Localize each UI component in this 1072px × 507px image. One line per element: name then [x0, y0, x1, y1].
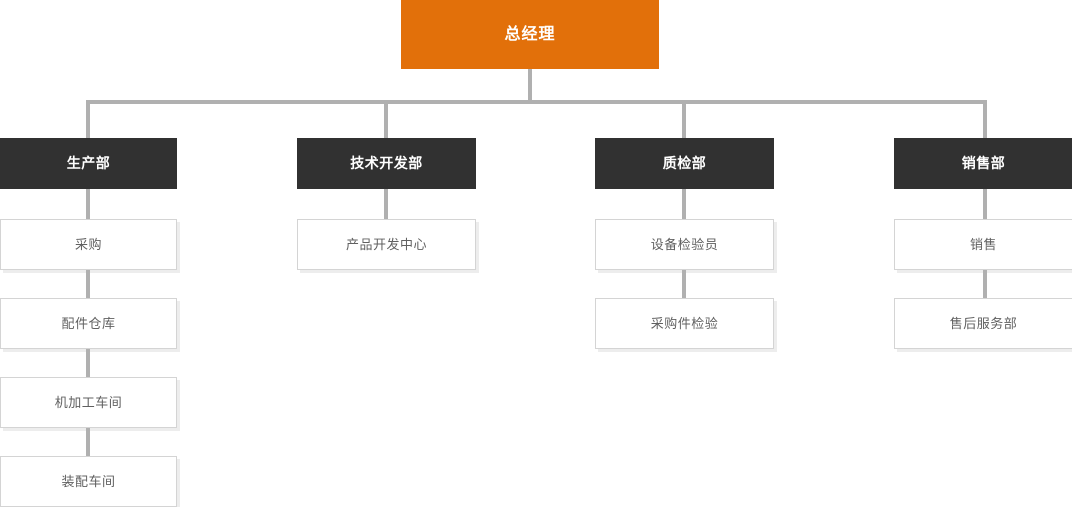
node-leaf-label: 机加工车间 — [54, 394, 123, 410]
connector-root-stem — [528, 69, 532, 102]
node-dept-label: 生产部 — [66, 155, 111, 172]
connector-drop-branch-2 — [384, 100, 388, 138]
connector-dept1-child3-to-child4 — [86, 428, 90, 456]
node-leaf-after-sales-service[interactable]: 售后服务部 — [894, 298, 1072, 349]
connector-dept1-child1-to-child2 — [86, 270, 90, 298]
node-dept-quality-control[interactable]: 质检部 — [595, 138, 774, 189]
node-leaf-label: 采购件检验 — [650, 315, 719, 331]
node-dept-label: 销售部 — [961, 155, 1006, 172]
connector-dept3-child1-to-child2 — [682, 270, 686, 298]
node-leaf-sales[interactable]: 销售 — [894, 219, 1072, 270]
node-leaf-product-development-center[interactable]: 产品开发中心 — [297, 219, 476, 270]
node-leaf-label: 采购 — [74, 236, 102, 252]
node-root-label: 总经理 — [504, 25, 556, 43]
node-leaf-label: 销售 — [969, 236, 997, 252]
node-dept-production[interactable]: 生产部 — [0, 138, 177, 189]
connector-horizontal-bus — [86, 100, 987, 104]
node-leaf-assembly-workshop[interactable]: 装配车间 — [0, 456, 177, 507]
node-leaf-procurement[interactable]: 采购 — [0, 219, 177, 270]
node-dept-tech-development[interactable]: 技术开发部 — [297, 138, 476, 189]
node-leaf-label: 售后服务部 — [949, 315, 1018, 331]
node-leaf-machining-workshop[interactable]: 机加工车间 — [0, 377, 177, 428]
node-leaf-label: 装配车间 — [61, 473, 116, 489]
connector-dept4-child1-to-child2 — [983, 270, 987, 298]
node-leaf-purchased-parts-inspection[interactable]: 采购件检验 — [595, 298, 774, 349]
connector-dept3-to-child1 — [682, 189, 686, 219]
connector-dept4-to-child1 — [983, 189, 987, 219]
node-leaf-equipment-inspector[interactable]: 设备检验员 — [595, 219, 774, 270]
node-root-general-manager[interactable]: 总经理 — [401, 0, 659, 69]
connector-dept2-to-child1 — [384, 189, 388, 219]
connector-drop-branch-1 — [86, 100, 90, 138]
connector-drop-branch-3 — [682, 100, 686, 138]
node-dept-label: 技术开发部 — [350, 155, 423, 172]
connector-drop-branch-4 — [983, 100, 987, 138]
node-leaf-label: 设备检验员 — [650, 236, 719, 252]
node-dept-sales[interactable]: 销售部 — [894, 138, 1072, 189]
node-dept-label: 质检部 — [662, 155, 707, 172]
node-leaf-label: 配件仓库 — [61, 315, 116, 331]
connector-dept1-to-child1 — [86, 189, 90, 219]
connector-dept1-child2-to-child3 — [86, 349, 90, 377]
node-leaf-parts-warehouse[interactable]: 配件仓库 — [0, 298, 177, 349]
node-leaf-label: 产品开发中心 — [345, 236, 427, 252]
